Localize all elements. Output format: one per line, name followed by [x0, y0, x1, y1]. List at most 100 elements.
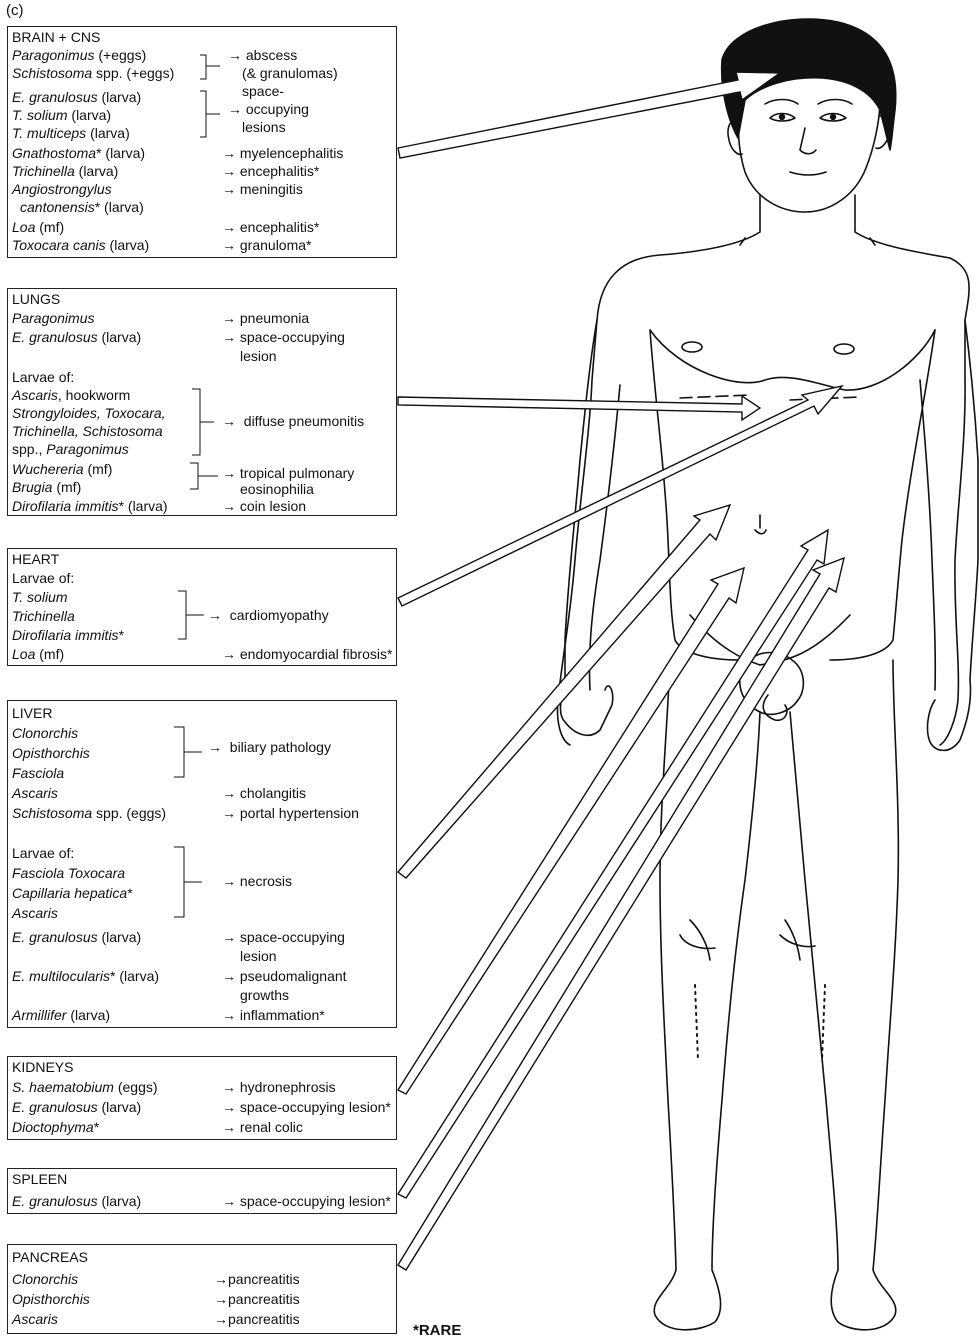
organism-name: E. granulosus	[12, 1099, 98, 1115]
rare-footnote: *RARE	[413, 1322, 461, 1339]
result-text: encephalitis*	[240, 163, 319, 179]
organism-name: Ascaris	[12, 1311, 58, 1327]
organism-name: E. granulosus	[12, 89, 98, 105]
lungs-box: LUNGS Paragonimus → pneumonia E. granulo…	[7, 288, 397, 516]
organism-name: Fasciola Toxocara	[12, 865, 125, 881]
organism-name: Brugia	[12, 479, 52, 495]
organism-name: Dirofilaria immitis	[12, 498, 119, 514]
result-text: space-occupying lesion*	[240, 1099, 391, 1115]
mouth	[790, 172, 826, 175]
heart-box: HEART Larvae of: T. solium Trichinella D…	[7, 548, 397, 666]
result-text: space-occupying	[240, 929, 345, 945]
liver-title: LIVER	[12, 705, 52, 721]
bracket	[190, 387, 220, 459]
organism-name: T. solium	[12, 107, 68, 123]
organism-name: E. granulosus	[12, 1193, 98, 1209]
spleen-title: SPLEEN	[12, 1171, 67, 1187]
result-text: lesions	[242, 119, 286, 135]
organism-name: Loa	[12, 219, 35, 235]
result-text: pancreatitis	[228, 1271, 300, 1287]
right-leg	[790, 660, 898, 1330]
result-text: myelencephalitis	[240, 145, 344, 161]
organism-name: Toxocara canis	[12, 237, 106, 253]
heart-title: HEART	[12, 551, 59, 567]
larvae-label: Larvae of:	[12, 570, 74, 586]
brain-cns-box: BRAIN + CNS Paragonimus (+eggs) Schistos…	[7, 26, 397, 258]
organism-name: Trichinella, Schistosoma	[12, 423, 163, 439]
result-text: biliary pathology	[230, 739, 331, 755]
organism-name: Loa	[12, 646, 35, 662]
result-text: necrosis	[240, 873, 292, 889]
result-text: cardiomyopathy	[230, 607, 329, 623]
result-text: lesion	[240, 348, 277, 364]
result-text: tropical pulmonary	[240, 465, 354, 481]
larvae-label: Larvae of:	[12, 369, 74, 385]
result-text: space-	[242, 83, 284, 99]
organism-name: cantonensis	[20, 199, 95, 215]
organism-name: E. multilocularis	[12, 968, 110, 984]
result-text: growths	[240, 987, 289, 1003]
navel	[755, 515, 766, 534]
organism-name: Opisthorchis	[12, 1291, 90, 1307]
organism-name: Paragonimus	[46, 441, 129, 457]
kidneys-box: KIDNEYS S. haematobium (eggs) → hydronep…	[7, 1056, 397, 1140]
organism-name: Ascaris	[12, 387, 58, 403]
result-text: diffuse pneumonitis	[244, 413, 364, 429]
nose	[800, 128, 816, 154]
result-text: portal hypertension	[240, 805, 359, 821]
result-text: abscess	[246, 47, 297, 63]
organism-name: Paragonimus	[12, 47, 95, 63]
organism-name: Paragonimus	[12, 310, 95, 326]
bracket	[172, 845, 208, 921]
arrow-lungs	[398, 396, 760, 420]
result-text: hydronephrosis	[240, 1079, 336, 1095]
organism-name: Ascaris	[12, 905, 58, 921]
pancreas-title: PANCREAS	[12, 1249, 88, 1265]
result-text: (& granulomas)	[242, 65, 338, 81]
organism-name: E. granulosus	[12, 929, 98, 945]
organism-name: Capillaria hepatica	[12, 885, 127, 901]
organism-name: T. multiceps	[12, 125, 86, 141]
kidneys-title: KIDNEYS	[12, 1059, 73, 1075]
organism-name: Wuchereria	[12, 461, 84, 477]
organism-name: Armillifer	[12, 1007, 66, 1023]
organism-name: Schistosoma	[12, 65, 92, 81]
chest-outline	[650, 330, 935, 390]
right-nipple	[834, 344, 854, 354]
pancreas-box: PANCREAS Clonorchis →pancreatitis Opisth…	[7, 1244, 397, 1334]
organism-name: Trichinella	[12, 163, 75, 179]
result-text: occupying	[246, 101, 309, 117]
organism-name: Clonorchis	[12, 1271, 78, 1287]
organism-name: Clonorchis	[12, 725, 78, 741]
left-nipple	[682, 342, 702, 352]
organism-name: Ascaris	[12, 785, 58, 801]
result-text: meningitis	[240, 181, 303, 197]
result-text: pancreatitis	[228, 1311, 300, 1327]
right-eyebrow	[818, 100, 852, 105]
result-text: cholangitis	[240, 785, 306, 801]
organism-name: Schistosoma	[12, 805, 92, 821]
organism-name: Dirofilaria immitis	[12, 627, 119, 643]
result-text: pseudomalignant	[240, 968, 347, 984]
spleen-box: SPLEEN E. granulosus (larva) → space-occ…	[7, 1168, 397, 1214]
arrow-heart	[398, 386, 842, 606]
liver-box: LIVER Clonorchis Opisthorchis Fasciola →…	[7, 700, 397, 1028]
result-text: pneumonia	[240, 310, 309, 326]
brain-title: BRAIN + CNS	[12, 29, 100, 45]
bracket	[188, 461, 222, 493]
organism-name: Opisthorchis	[12, 745, 90, 761]
result-text: encephalitis*	[240, 219, 319, 235]
bracket	[198, 89, 222, 141]
result-text: endomyocardial fibrosis*	[240, 646, 393, 662]
result-text: renal colic	[240, 1119, 303, 1135]
organism-name: Strongyloides, Toxocara,	[12, 405, 166, 421]
result-text: space-occupying lesion*	[240, 1193, 391, 1209]
larvae-label: Larvae of:	[12, 845, 74, 861]
organism-name: Trichinella	[12, 608, 75, 624]
bracket	[198, 53, 222, 83]
arrow-brain	[398, 72, 780, 158]
organism-name: E. granulosus	[12, 329, 98, 345]
arrow-kidneys	[398, 568, 744, 1094]
result-text: coin lesion	[240, 498, 306, 514]
left-eyebrow	[765, 100, 798, 105]
